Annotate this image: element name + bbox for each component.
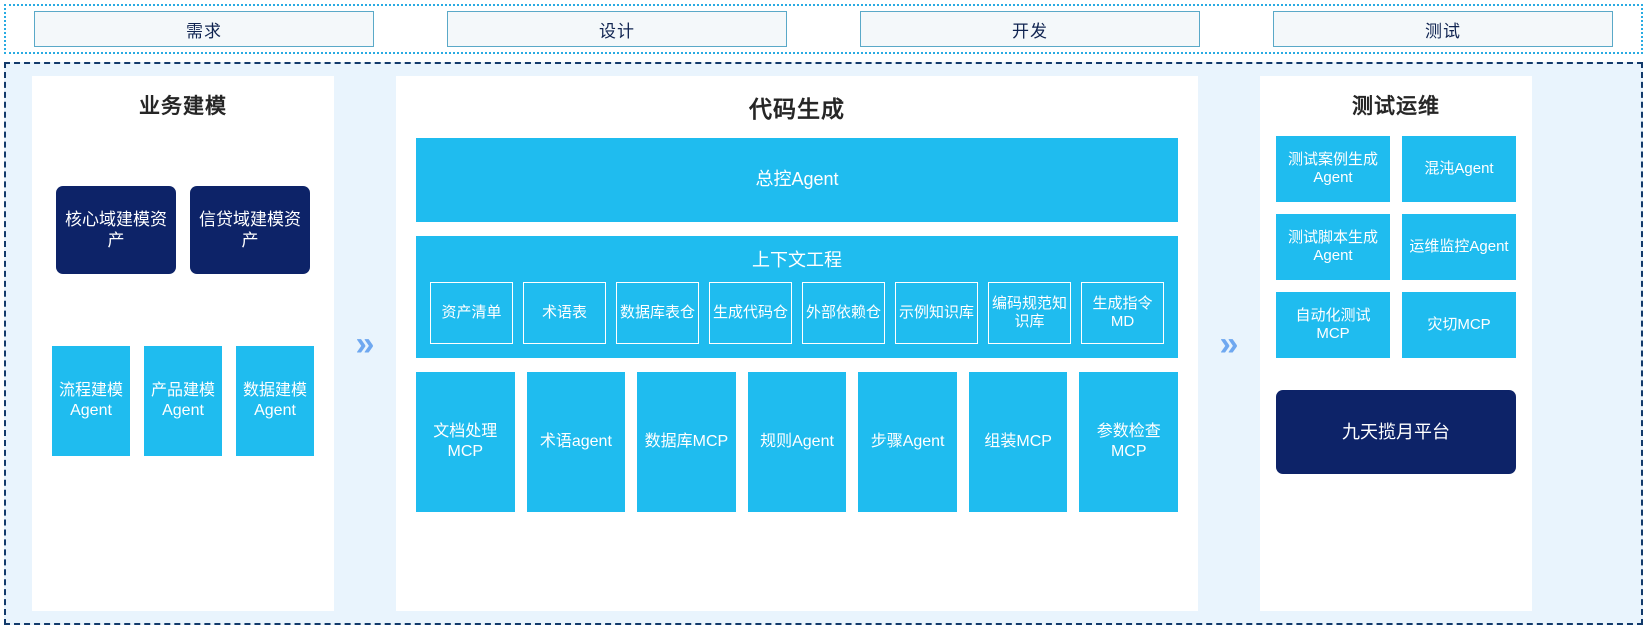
phase-chip-requirements[interactable]: 需求 bbox=[34, 11, 374, 47]
context-item-db-table-repo[interactable]: 数据库表仓 bbox=[616, 282, 699, 344]
card-automated-testing-mcp[interactable]: 自动化测试MCP bbox=[1276, 292, 1390, 358]
code-generation-body: 总控Agent 上下文工程 资产清单 术语表 数据库表仓 生成代码仓 外部依赖仓… bbox=[396, 138, 1198, 528]
context-item-glossary[interactable]: 术语表 bbox=[523, 282, 606, 344]
context-item-example-knowledge-base[interactable]: 示例知识库 bbox=[895, 282, 978, 344]
architecture-diagram: 业务建模 核心域建模资产 信贷域建模资产 流程建模Agent 产品建模Agent… bbox=[4, 62, 1643, 625]
business-asset-group: 核心域建模资产 信贷域建模资产 bbox=[56, 186, 310, 274]
tool-card-assembly-mcp[interactable]: 组装MCP bbox=[968, 372, 1068, 512]
panel-test-operations: 测试运维 测试案例生成Agent 混沌Agent 测试脚本生成Agent 运维监… bbox=[1260, 76, 1532, 611]
context-engineering-title: 上下文工程 bbox=[752, 250, 842, 270]
card-test-case-generation-agent[interactable]: 测试案例生成Agent bbox=[1276, 136, 1390, 202]
panel-title-test-operations: 测试运维 bbox=[1352, 95, 1440, 118]
phase-chip-testing[interactable]: 测试 bbox=[1273, 11, 1613, 47]
business-agent-group: 流程建模Agent 产品建模Agent 数据建模Agent bbox=[52, 346, 314, 456]
context-item-coding-standard-knowledge-base[interactable]: 编码规范知识库 bbox=[988, 282, 1071, 344]
platform-card-jiutian-lanyue[interactable]: 九天揽月平台 bbox=[1276, 390, 1516, 474]
master-agent-banner[interactable]: 总控Agent bbox=[416, 138, 1178, 222]
context-item-generation-instruction-md[interactable]: 生成指令MD bbox=[1081, 282, 1164, 344]
test-operations-body: 测试案例生成Agent 混沌Agent 测试脚本生成Agent 运维监控Agen… bbox=[1260, 136, 1532, 488]
tool-card-step-agent[interactable]: 步骤Agent bbox=[858, 372, 957, 512]
panel-title-code-generation: 代码生成 bbox=[749, 96, 845, 122]
card-operations-monitoring-agent[interactable]: 运维监控Agent bbox=[1402, 214, 1516, 280]
test-operations-card-grid: 测试案例生成Agent 混沌Agent 测试脚本生成Agent 运维监控Agen… bbox=[1276, 136, 1516, 358]
tool-card-row: 文档处理MCP 术语agent 数据库MCP 规则Agent 步骤Agent 组… bbox=[416, 372, 1179, 512]
chevron-right-icon-2: » bbox=[1219, 324, 1239, 363]
card-chaos-agent[interactable]: 混沌Agent bbox=[1402, 136, 1516, 202]
tool-card-database-mcp[interactable]: 数据库MCP bbox=[637, 372, 736, 512]
asset-card-core-domain[interactable]: 核心域建模资产 bbox=[56, 186, 176, 274]
panel-business-modeling: 业务建模 核心域建模资产 信贷域建模资产 流程建模Agent 产品建模Agent… bbox=[32, 76, 334, 611]
agent-card-data-modeling[interactable]: 数据建模Agent bbox=[236, 346, 314, 456]
panel-code-generation: 代码生成 总控Agent 上下文工程 资产清单 术语表 数据库表仓 生成代码仓 … bbox=[396, 76, 1198, 611]
context-item-external-dependency-repo[interactable]: 外部依赖仓 bbox=[802, 282, 885, 344]
tool-card-glossary-agent[interactable]: 术语agent bbox=[526, 372, 626, 512]
phase-chip-design[interactable]: 设计 bbox=[447, 11, 787, 47]
panel-title-business-modeling: 业务建模 bbox=[139, 95, 227, 118]
tool-card-document-processing-mcp[interactable]: 文档处理MCP bbox=[416, 372, 515, 512]
asset-card-credit-domain[interactable]: 信贷域建模资产 bbox=[190, 186, 310, 274]
agent-card-process-modeling[interactable]: 流程建模Agent bbox=[52, 346, 130, 456]
context-item-generated-code-repo[interactable]: 生成代码仓 bbox=[709, 282, 792, 344]
phase-bar: 需求 设计 开发 测试 bbox=[4, 4, 1643, 54]
context-item-row: 资产清单 术语表 数据库表仓 生成代码仓 外部依赖仓 示例知识库 编码规范知识库… bbox=[430, 282, 1164, 344]
context-item-asset-inventory[interactable]: 资产清单 bbox=[430, 282, 513, 344]
tool-card-parameter-check-mcp[interactable]: 参数检查MCP bbox=[1079, 372, 1179, 512]
agent-card-product-modeling[interactable]: 产品建模Agent bbox=[144, 346, 222, 456]
card-disaster-switch-mcp[interactable]: 灾切MCP bbox=[1402, 292, 1516, 358]
phase-chip-development[interactable]: 开发 bbox=[860, 11, 1200, 47]
card-test-script-generation-agent[interactable]: 测试脚本生成Agent bbox=[1276, 214, 1390, 280]
tool-card-rule-agent[interactable]: 规则Agent bbox=[747, 372, 847, 512]
chevron-right-icon-1: » bbox=[355, 324, 375, 363]
context-engineering-block: 上下文工程 资产清单 术语表 数据库表仓 生成代码仓 外部依赖仓 示例知识库 编… bbox=[416, 236, 1178, 358]
